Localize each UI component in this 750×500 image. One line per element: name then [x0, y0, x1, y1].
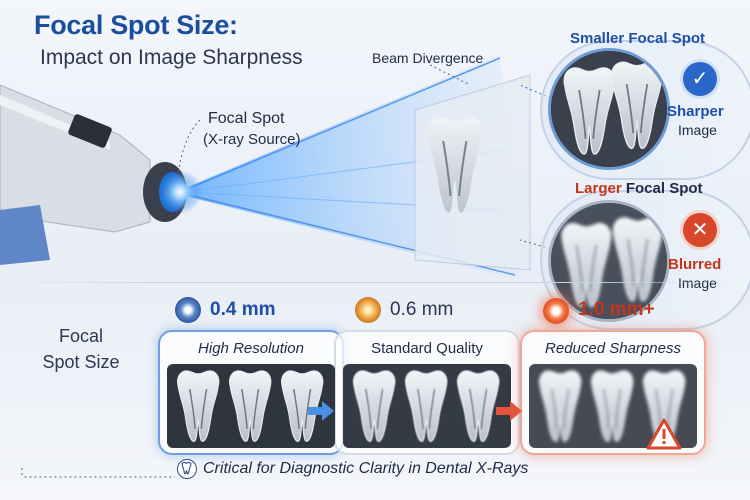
reduced-sharpness-title: Reduced Sharpness	[545, 340, 681, 357]
blurred-label: Blurred	[668, 256, 722, 273]
tooth-icon	[177, 459, 197, 479]
footer-caption: Critical for Diagnostic Clarity in Denta…	[203, 460, 529, 477]
focal-spot-sublabel: (X-ray Source)	[203, 131, 301, 148]
size-value-large: 1.0 mm+	[578, 299, 655, 320]
larger-accent-text: Larger	[575, 180, 622, 197]
section-divider	[10, 282, 740, 283]
focal-spot-size-label: Focal Spot Size	[36, 323, 126, 375]
warning-icon	[646, 418, 682, 450]
standard-quality-title: Standard Quality	[371, 340, 483, 357]
beam-divergence-label: Beam Divergence	[372, 50, 484, 66]
smaller-focal-spot-heading: Smaller Focal Spot	[570, 30, 706, 47]
right-arrow-icon	[496, 401, 522, 421]
high-resolution-title: High Resolution	[198, 340, 304, 357]
row-label-line1: Focal	[58, 326, 103, 346]
medium-spot-icon	[355, 297, 381, 323]
high-resolution-xray	[167, 364, 335, 448]
check-icon: ✓	[683, 62, 717, 96]
standard-quality-xray	[343, 364, 511, 448]
page-subtitle: Impact on Image Sharpness	[40, 46, 303, 69]
blurred-image-label: Image	[678, 275, 717, 291]
right-arrow-icon	[308, 401, 334, 421]
focal-spot-glow	[158, 170, 202, 214]
row-label-line2: Spot Size	[42, 352, 120, 372]
page-title: Focal Spot Size:	[34, 10, 238, 40]
sharper-image-label: Image	[678, 122, 717, 138]
beam-diagram	[0, 55, 556, 280]
footer-connector	[21, 468, 175, 478]
size-value-small: 0.4 mm	[210, 299, 276, 320]
larger-rest-text: Focal Spot	[621, 180, 703, 197]
xray-handpiece	[0, 84, 202, 265]
larger-focal-spot-heading: Larger Focal Spot	[575, 180, 703, 197]
sharper-label: Sharper	[667, 103, 724, 120]
focal-spot-label: Focal Spot	[208, 110, 285, 127]
x-icon: ✕	[683, 213, 717, 247]
blurred-xray-image	[548, 200, 670, 322]
large-spot-icon	[543, 298, 569, 324]
sharp-xray-image	[548, 48, 670, 170]
small-spot-icon	[175, 297, 201, 323]
size-value-medium: 0.6 mm	[390, 299, 454, 320]
